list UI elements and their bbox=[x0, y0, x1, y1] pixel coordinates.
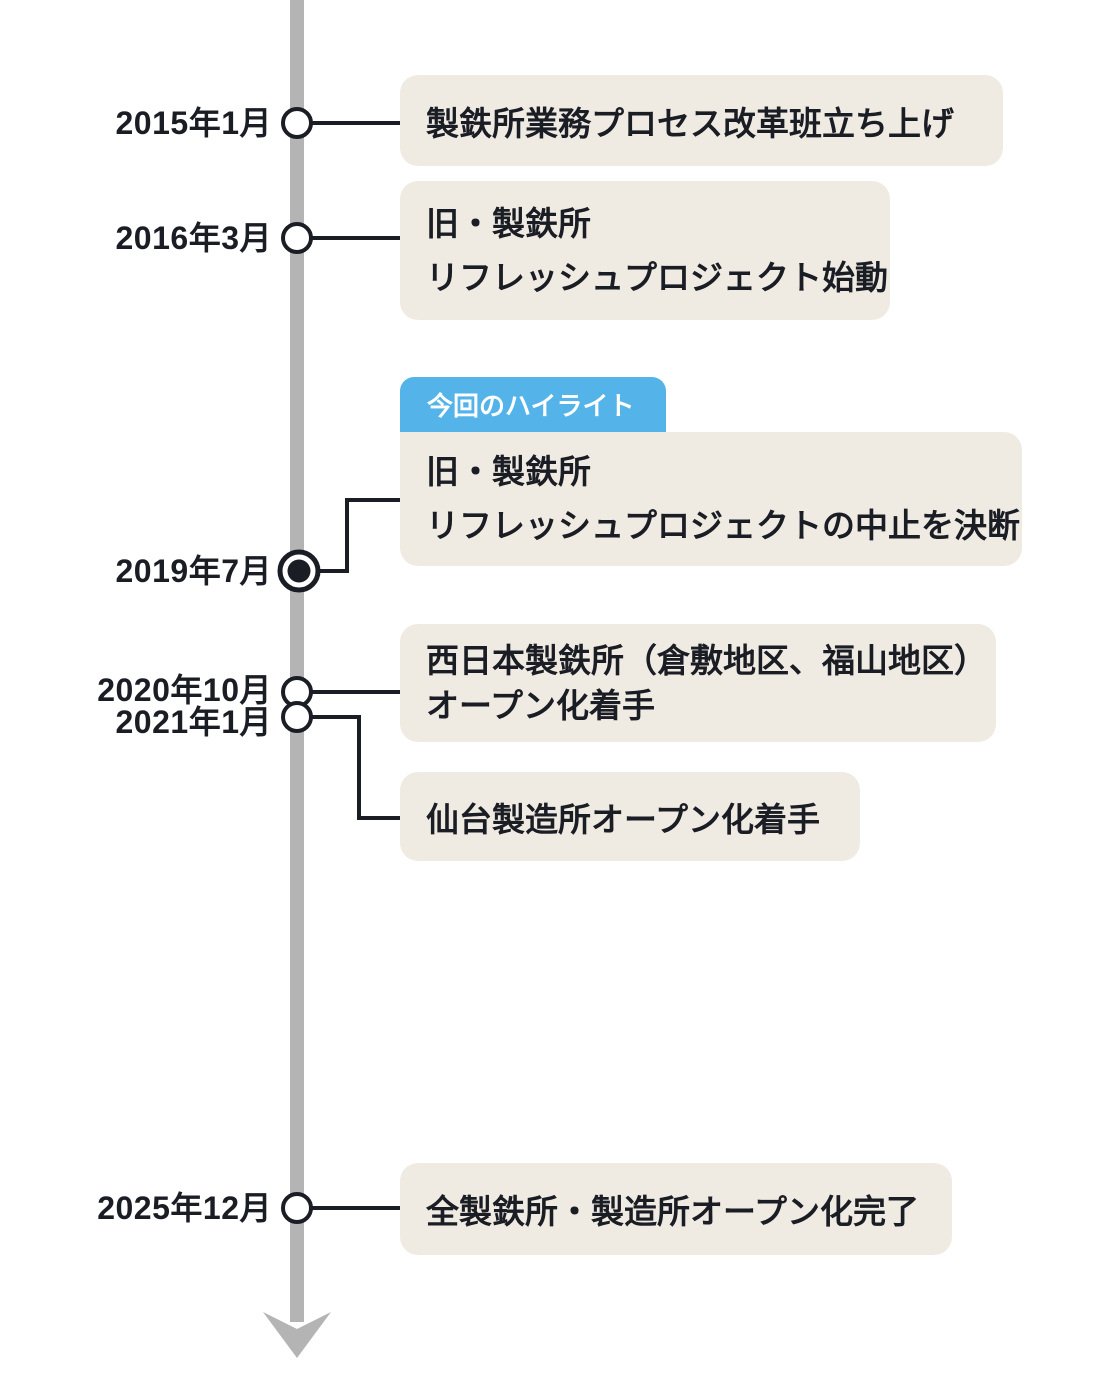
connector-2019-elbow bbox=[317, 498, 400, 573]
event-text: オープン化着手 bbox=[426, 687, 656, 724]
event-card-2020: 西日本製鉄所（倉敷地区、福山地区） オープン化着手 bbox=[400, 624, 996, 742]
node-2025-circle bbox=[281, 1192, 313, 1224]
node-2021-circle bbox=[281, 701, 313, 733]
date-label-2019: 2019年7月 bbox=[115, 553, 272, 589]
connector-2021-elbow bbox=[310, 715, 400, 820]
event-text: 製鉄所業務プロセス改革班立ち上げ bbox=[426, 104, 954, 142]
event-text: リフレッシュプロジェクトの中止を決断 bbox=[426, 507, 1020, 544]
date-label-2025: 2025年12月 bbox=[97, 1190, 272, 1226]
date-label-2021: 2021年1月 bbox=[115, 704, 272, 740]
timeline-axis-line bbox=[290, 0, 304, 1322]
event-card-2019-highlight: 旧・製鉄所 リフレッシュプロジェクトの中止を決断 bbox=[400, 432, 1022, 566]
event-text: 旧・製鉄所 bbox=[426, 204, 591, 242]
node-2016-circle bbox=[281, 222, 313, 254]
event-text: 旧・製鉄所 bbox=[426, 453, 591, 490]
event-text: 仙台製造所オープン化着手 bbox=[426, 800, 821, 838]
node-2019-filled-dot bbox=[287, 559, 311, 583]
event-card-2015: 製鉄所業務プロセス改革班立ち上げ bbox=[400, 75, 1003, 166]
event-card-2021: 仙台製造所オープン化着手 bbox=[400, 772, 860, 861]
event-text: 西日本製鉄所（倉敷地区、福山地区） bbox=[426, 642, 987, 679]
node-2015-circle bbox=[281, 107, 313, 139]
event-card-2025: 全製鉄所・製造所オープン化完了 bbox=[400, 1163, 952, 1255]
highlight-badge: 今回のハイライト bbox=[400, 377, 666, 432]
date-label-2020: 2020年10月 bbox=[97, 672, 272, 708]
event-card-2016: 旧・製鉄所 リフレッシュプロジェクト始動 bbox=[400, 181, 890, 320]
date-label-2016: 2016年3月 bbox=[115, 220, 272, 256]
arrow-down-icon bbox=[263, 1312, 331, 1358]
event-text: 全製鉄所・製造所オープン化完了 bbox=[426, 1193, 920, 1230]
date-label-2015: 2015年1月 bbox=[115, 105, 272, 141]
event-text: リフレッシュプロジェクト始動 bbox=[426, 258, 888, 296]
